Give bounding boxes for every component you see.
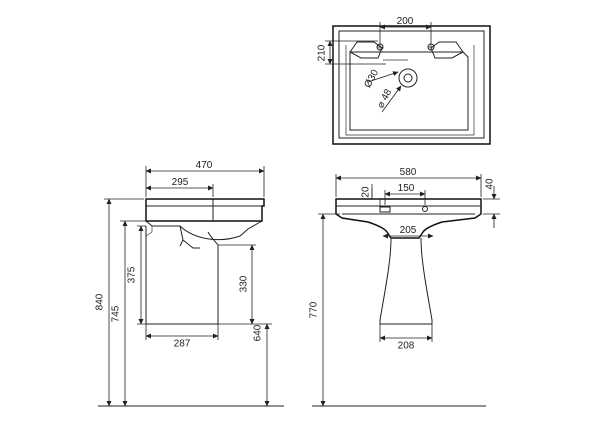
- front-dim-208: 208: [398, 340, 415, 351]
- front-dim-580: 580: [400, 167, 417, 178]
- side-dim-287: 287: [174, 338, 191, 349]
- side-dim-330: 330: [239, 275, 250, 292]
- side-dim-470: 470: [196, 160, 213, 171]
- plan-basin-outer: [332, 25, 491, 145]
- front-dim-205: 205: [400, 225, 417, 236]
- plan-right-shoulder: [430, 41, 464, 59]
- side-dim-840: 840: [95, 293, 106, 310]
- side-pedestal: [145, 226, 219, 325]
- plan-waste-inner: [403, 73, 413, 83]
- side-basin-bowl: [145, 220, 263, 241]
- front-pedestal: [379, 237, 433, 325]
- front-dim-770: 770: [309, 301, 320, 318]
- plan-left-shoulder: [349, 41, 383, 59]
- side-view: 470 295 840 745 375 330 287 640: [95, 160, 284, 407]
- plan-waste-outer: [398, 68, 418, 88]
- plan-dim-210: 210: [317, 44, 328, 61]
- front-dim-150: 150: [398, 183, 415, 194]
- side-dim-375: 375: [127, 266, 138, 283]
- plan-basin-rim: [338, 30, 485, 139]
- side-basin-rim: [145, 198, 265, 222]
- front-dim-20: 20: [361, 186, 372, 198]
- plan-dim-200: 200: [397, 16, 414, 27]
- side-dim-640: 640: [253, 324, 264, 341]
- front-dim-40: 40: [485, 178, 496, 190]
- plan-view: 200 210 Ø30 ⌀ 48: [317, 16, 491, 145]
- side-dim-295: 295: [172, 177, 189, 188]
- plan-bowl: [349, 51, 469, 131]
- front-view: 580 150 20 40 205 770 208: [309, 167, 500, 407]
- side-dim-745: 745: [111, 305, 122, 322]
